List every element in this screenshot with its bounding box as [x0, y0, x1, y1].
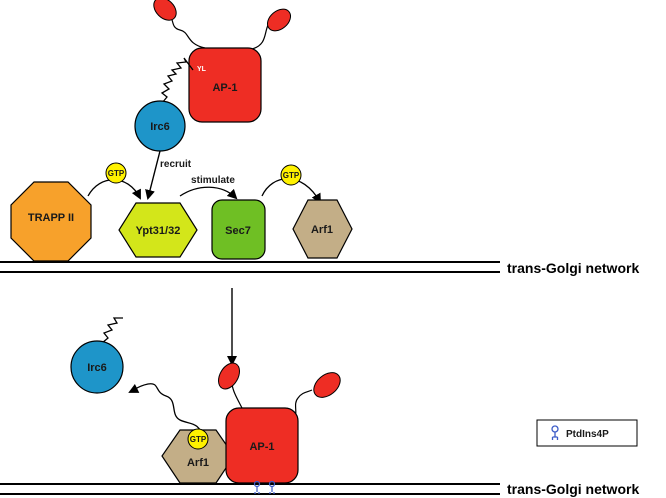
ap1-ear-left-bottom [218, 362, 244, 411]
arf1-top [292, 199, 353, 259]
ap1-label-bottom: AP-1 [249, 441, 274, 453]
irc6-tail-bottom [101, 317, 123, 344]
ptdins4p-lipid-1 [253, 480, 261, 494]
gtp-badge-bottom [187, 428, 209, 450]
ptdins4p-lipid-2 [268, 480, 276, 494]
ypt31-32-label: Ypt31/32 [136, 225, 181, 237]
recruit-label: recruit [160, 159, 192, 170]
top-membrane [0, 261, 500, 273]
ap1-complex-top [188, 47, 262, 123]
top-membrane-label: trans-Golgi network [507, 260, 639, 276]
ap1-label-top: AP-1 [212, 82, 237, 94]
stimulate-arrow [179, 186, 238, 200]
gtp-label-1: GTP [108, 169, 125, 178]
ear-shape [266, 8, 292, 32]
ptdins4p-icon [551, 425, 559, 440]
gtp-label-bottom: GTP [190, 435, 207, 444]
ear-shape [153, 0, 177, 21]
ap1-ear-right [251, 8, 292, 50]
stimulate-label: stimulate [191, 175, 235, 186]
sec7 [211, 199, 266, 260]
gtp-label-2: GTP [283, 171, 300, 180]
ap1-ear-left [153, 0, 206, 49]
legend-label: PtdIns4P [566, 429, 609, 440]
recruit-arrow [145, 150, 161, 200]
gtp-badge-2 [280, 164, 302, 186]
ap1-ear-right-bottom [291, 372, 341, 421]
gtp-badge-1 [105, 162, 127, 184]
trapp-ii [10, 181, 92, 262]
arf1-label-top: Arf1 [311, 224, 333, 236]
irc6-label-top: Irc6 [150, 121, 170, 133]
release-arrow [128, 383, 206, 441]
irc6-tail-top [160, 57, 194, 104]
arf1-label-bottom: Arf1 [187, 457, 209, 469]
ap1-complex-bottom [225, 407, 299, 484]
irc6-bottom [70, 340, 124, 394]
legend: PtdIns4P [536, 419, 638, 447]
ypt31-32 [118, 202, 198, 258]
irc6-label-bottom: Irc6 [87, 362, 107, 374]
arf1-bottom [161, 429, 235, 484]
trapp-ii-label: TRAPP II [28, 212, 74, 224]
sec7-label: Sec7 [225, 225, 251, 237]
bottom-membrane-label: trans-Golgi network [507, 481, 639, 497]
bottom-membrane [0, 483, 500, 495]
yl-motif-label: YL [197, 66, 207, 73]
